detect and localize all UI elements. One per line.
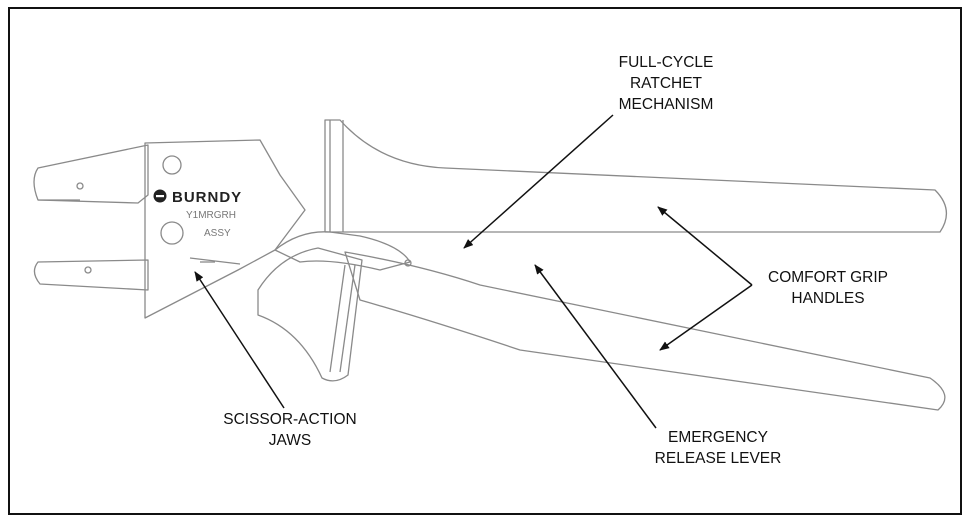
diagram-frame [8, 7, 962, 515]
arrow-grip-upper [657, 206, 753, 286]
pivot-lower [160, 221, 184, 245]
label-comfort-grip-handles: COMFORT GRIP HANDLES [768, 269, 888, 307]
upper-jaw [33, 144, 149, 204]
arrow-ratchet [463, 114, 614, 249]
lower-jaw [33, 259, 149, 291]
label-ratchet-mechanism: FULL-CYCLE RATCHET MECHANISM [618, 54, 714, 113]
svg-text:ASSY: ASSY [204, 228, 231, 239]
head-plate [144, 139, 306, 319]
upper-handle [324, 119, 947, 233]
arrow-jaws [194, 271, 285, 409]
brand-logo: BURNDY [153, 189, 242, 206]
release-lever [257, 247, 363, 382]
arrow-release [534, 264, 657, 429]
label-emergency-release-lever: EMERGENCY RELEASE LEVER [654, 429, 782, 467]
label-scissor-action-jaws: SCISSOR-ACTION JAWS [223, 411, 357, 449]
pivot-upper [162, 155, 182, 175]
svg-text:Y1MRGRH: Y1MRGRH [186, 210, 236, 221]
ratchet-mechanism [274, 231, 411, 271]
lower-handle [344, 251, 946, 411]
arrow-grip-lower [659, 284, 753, 351]
brand-logo-text: BURNDY [172, 189, 242, 206]
